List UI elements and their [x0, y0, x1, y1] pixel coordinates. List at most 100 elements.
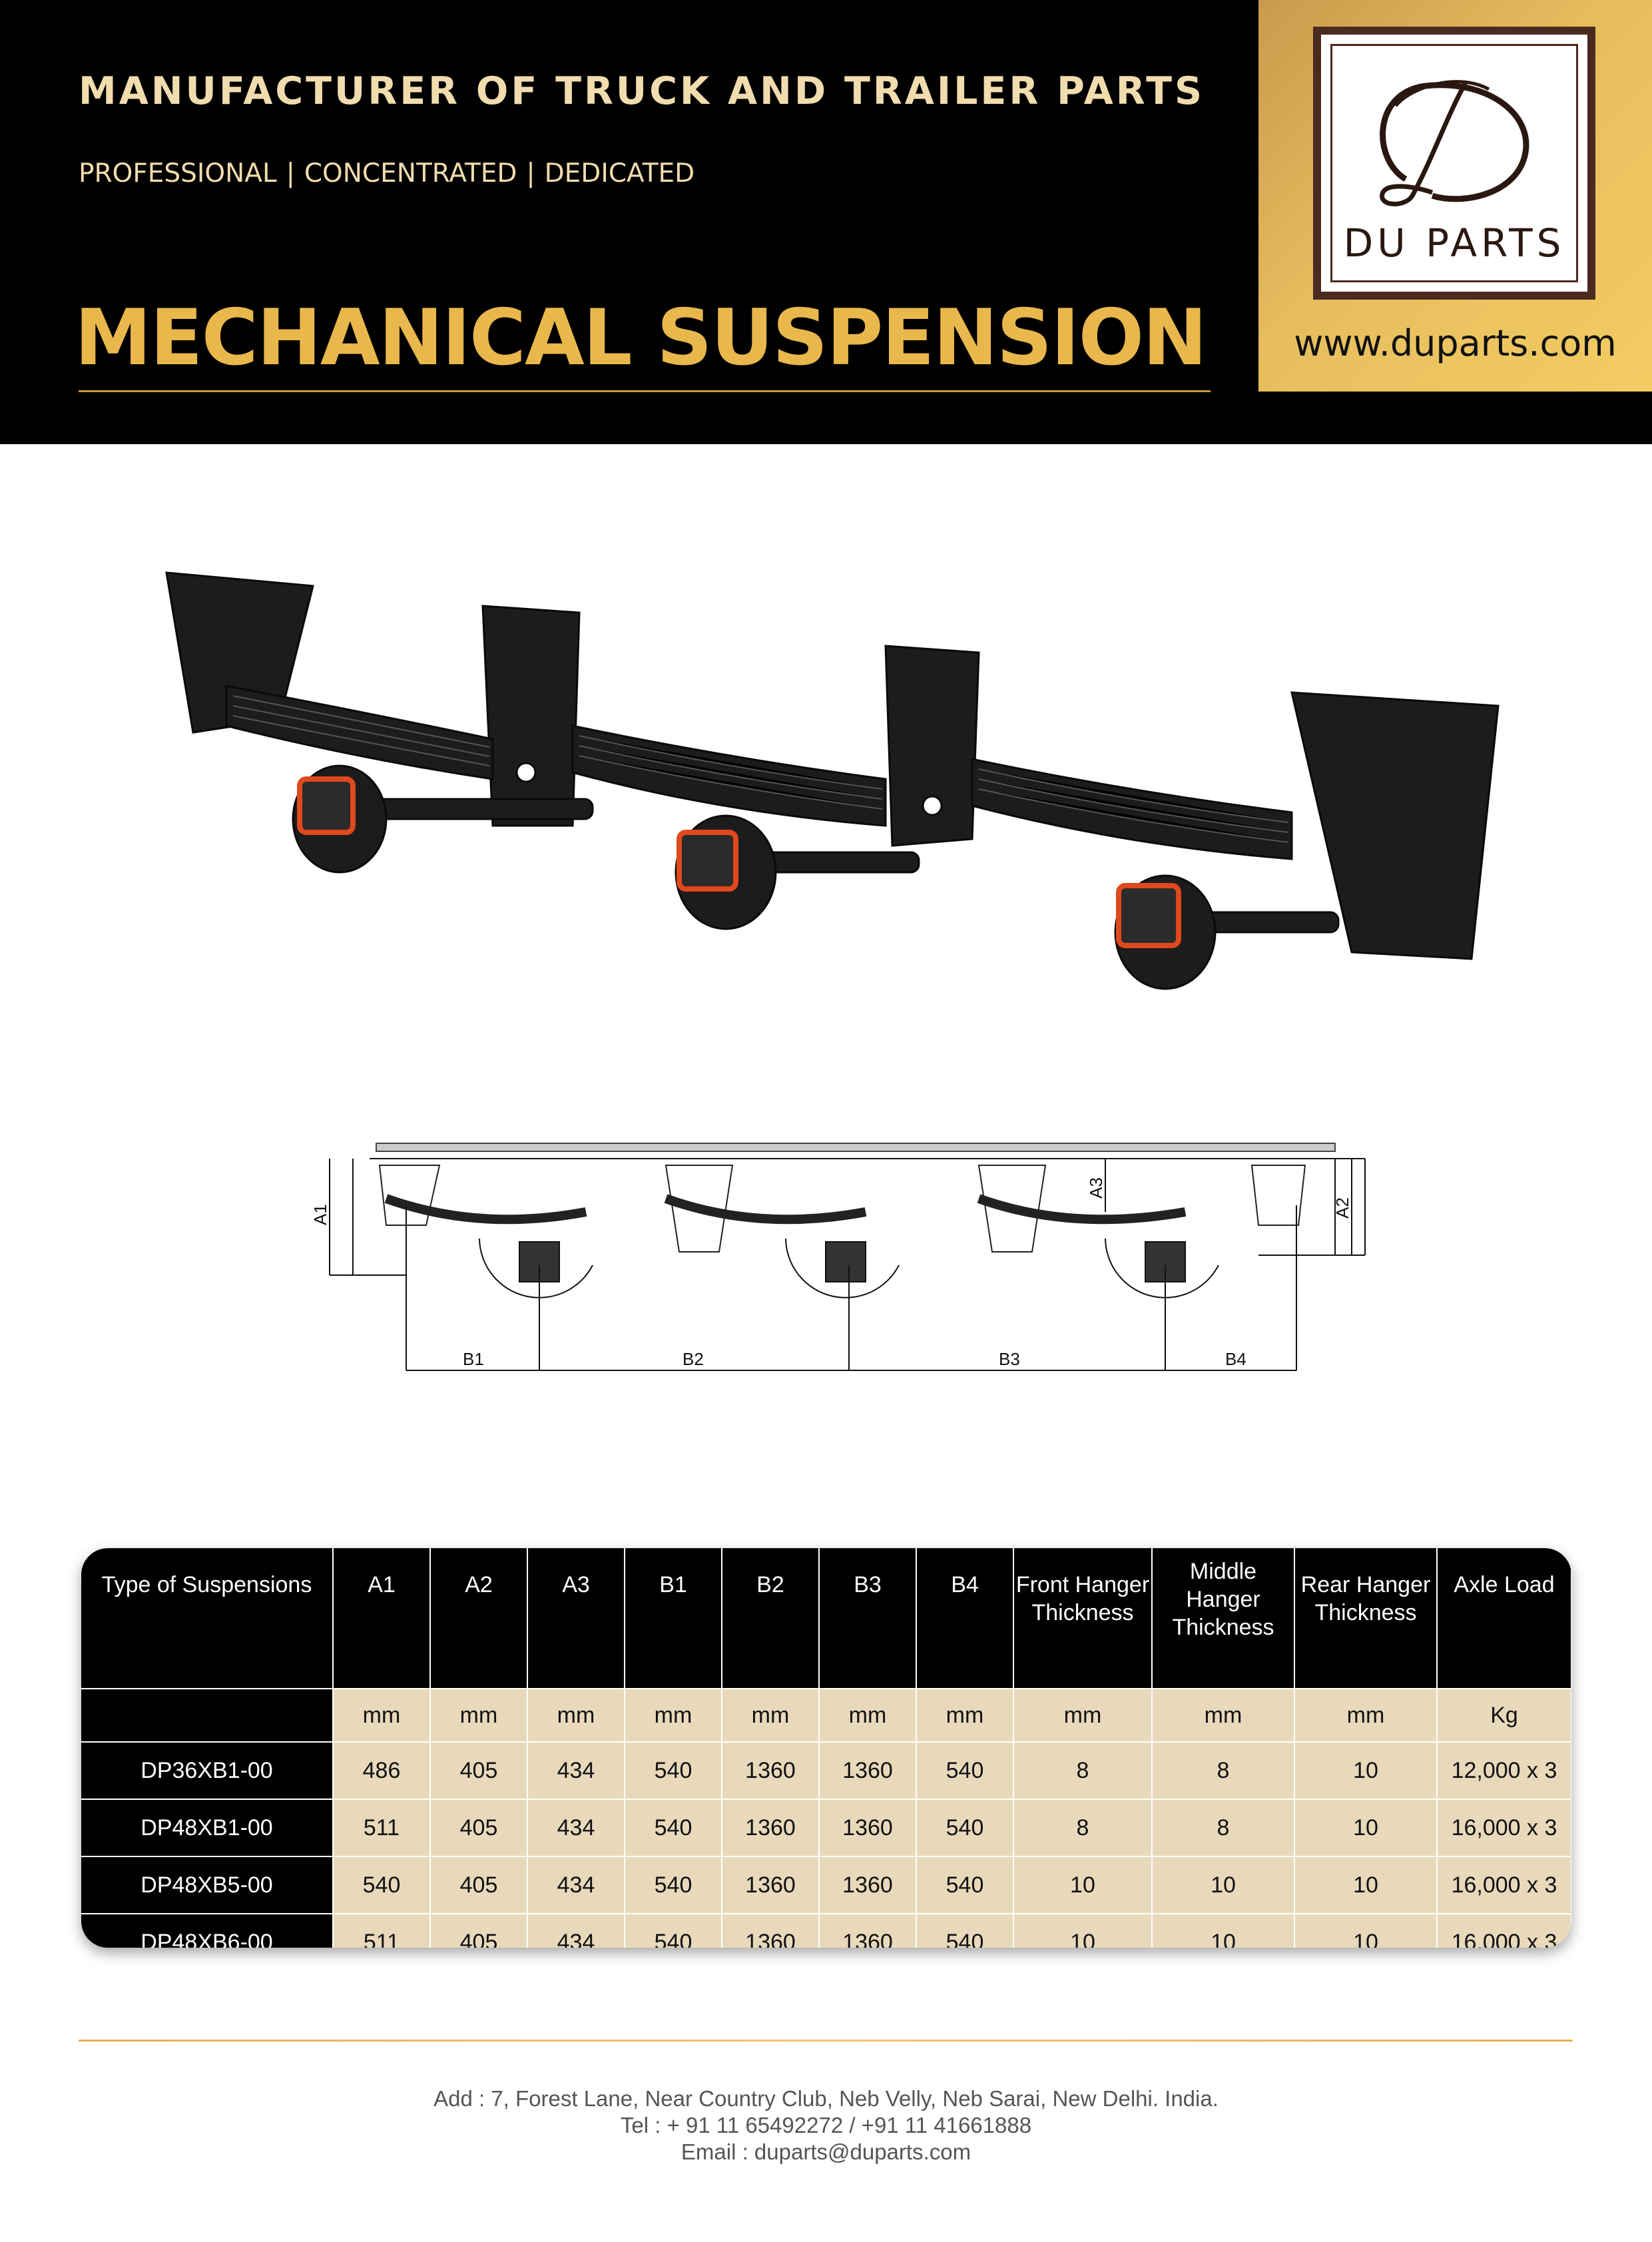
- table-cell: 1360: [722, 1799, 820, 1857]
- model-cell: DP36XB1-00: [81, 1742, 334, 1800]
- table-cell: 434: [527, 1856, 625, 1914]
- table-cell: 1360: [722, 1742, 820, 1800]
- suspension-product-image: [165, 571, 1500, 990]
- unit-cell: mm: [1294, 1689, 1438, 1743]
- model-cell: DP48XB1-00: [81, 1799, 334, 1857]
- unit-cell: [81, 1689, 334, 1743]
- header-b3: B3: [819, 1548, 917, 1689]
- header-a1: A1: [333, 1548, 431, 1689]
- logo: DU PARTS: [1313, 27, 1595, 300]
- header-middle-hanger: Middle Hanger Thickness: [1152, 1548, 1295, 1689]
- label-b1: B1: [463, 1349, 484, 1369]
- table-cell: 540: [916, 1914, 1014, 1948]
- table-cell: 1360: [722, 1914, 820, 1948]
- header-rear-hanger: Rear Hanger Thickness: [1294, 1548, 1438, 1689]
- unit-cell: mm: [430, 1689, 528, 1743]
- label-b4: B4: [1225, 1349, 1246, 1369]
- header-axle-load: Axle Load: [1437, 1548, 1571, 1689]
- model-cell: DP48XB6-00: [81, 1914, 334, 1948]
- header-b4: B4: [916, 1548, 1014, 1689]
- axle-tube-2: [677, 830, 738, 892]
- table-cell: 405: [430, 1914, 528, 1948]
- tagline: MANUFACTURER OF TRUCK AND TRAILER PARTS: [79, 69, 1205, 113]
- table-cell: 405: [430, 1799, 528, 1857]
- email[interactable]: Email : duparts@duparts.com: [681, 2139, 971, 2164]
- value-professional: PROFESSIONAL: [79, 158, 277, 188]
- table-cell: 434: [527, 1914, 625, 1948]
- table-cell: 1360: [819, 1799, 917, 1857]
- table-cell: 10: [1294, 1856, 1438, 1914]
- header-a2: A2: [430, 1548, 528, 1689]
- table-units-row: mm mm mm mm mm mm mm mm mm mm Kg: [81, 1689, 1571, 1743]
- unit-cell: mm: [722, 1689, 820, 1743]
- header-type: Type of Suspensions: [81, 1548, 334, 1689]
- axle-tube-1: [297, 776, 356, 835]
- middle-hanger-2: [884, 645, 980, 847]
- table-cell: 540: [916, 1742, 1014, 1800]
- website-link[interactable]: www.duparts.com: [1294, 322, 1617, 364]
- page-title: MECHANICAL SUSPENSION: [75, 293, 1207, 383]
- table-cell: 405: [430, 1856, 528, 1914]
- table-cell: 486: [333, 1742, 431, 1800]
- label-a1: A1: [310, 1204, 330, 1225]
- table-row: DP36XB1-00 486 405 434 540 1360 1360 540…: [81, 1742, 1571, 1800]
- table-cell: 540: [916, 1799, 1014, 1857]
- table-cell: 10: [1152, 1856, 1295, 1914]
- table-cell: 8: [1152, 1742, 1295, 1800]
- table-cell: 1360: [819, 1856, 917, 1914]
- table-cell: 511: [333, 1799, 431, 1857]
- table-cell: 1360: [819, 1742, 917, 1800]
- table-cell: 1360: [819, 1914, 917, 1948]
- logo-panel: DU PARTS www.duparts.com: [1258, 0, 1652, 392]
- spec-table: Type of Suspensions A1 A2 A3 B1 B2 B3 B4…: [81, 1548, 1571, 1948]
- rear-hanger: [1290, 691, 1500, 960]
- label-b3: B3: [999, 1349, 1020, 1369]
- table-cell: 10: [1294, 1914, 1438, 1948]
- header-front-hanger: Front Hanger Thickness: [1013, 1548, 1153, 1689]
- footer-contact: Add : 7, Forest Lane, Near Country Club,…: [0, 2086, 1652, 2165]
- table-cell: 540: [625, 1742, 722, 1800]
- table-cell: 434: [527, 1799, 625, 1857]
- table-cell: 540: [625, 1799, 722, 1857]
- table-cell: 16,000 x 3: [1437, 1799, 1571, 1857]
- company-values: PROFESSIONAL|CONCENTRATED|DEDICATED: [79, 158, 694, 188]
- value-concentrated: CONCENTRATED: [304, 158, 517, 188]
- table-cell: 10: [1152, 1914, 1295, 1948]
- address: Add : 7, Forest Lane, Near Country Club,…: [433, 2086, 1219, 2111]
- table-cell: 540: [625, 1914, 722, 1948]
- table-cell: 16,000 x 3: [1437, 1856, 1571, 1914]
- table-cell: 12,000 x 3: [1437, 1742, 1571, 1800]
- footer-divider: [79, 2040, 1573, 2042]
- label-b2: B2: [683, 1349, 704, 1369]
- table-cell: 540: [333, 1856, 431, 1914]
- unit-cell: mm: [333, 1689, 431, 1743]
- model-cell: DP48XB5-00: [81, 1856, 334, 1914]
- table-cell: 10: [1013, 1856, 1153, 1914]
- table-cell: 10: [1294, 1742, 1438, 1800]
- unit-cell: mm: [1013, 1689, 1153, 1743]
- separator: |: [286, 158, 295, 188]
- header-a3: A3: [527, 1548, 625, 1689]
- header-b1: B1: [625, 1548, 722, 1689]
- unit-cell: mm: [1152, 1689, 1295, 1743]
- table-header-row: Type of Suspensions A1 A2 A3 B1 B2 B3 B4…: [81, 1548, 1571, 1689]
- table-cell: 10: [1013, 1914, 1153, 1948]
- table-cell: 8: [1013, 1799, 1153, 1857]
- table-cell: 1360: [722, 1856, 820, 1914]
- table-row: DP48XB1-00 511 405 434 540 1360 1360 540…: [81, 1799, 1571, 1857]
- middle-hanger-1: [481, 605, 581, 827]
- table-cell: 405: [430, 1742, 528, 1800]
- value-dedicated: DEDICATED: [544, 158, 695, 188]
- logo-text: DU PARTS: [1343, 220, 1565, 266]
- table-cell: 10: [1294, 1799, 1438, 1857]
- logo-monogram-icon: [1380, 80, 1529, 206]
- table-row: DP48XB5-00 540 405 434 540 1360 1360 540…: [81, 1856, 1571, 1914]
- leaf-spring-1: [225, 685, 494, 780]
- unit-cell: Kg: [1437, 1689, 1571, 1743]
- unit-cell: mm: [916, 1689, 1014, 1743]
- telephone[interactable]: Tel : + 91 11 65492272 / +91 11 41661888: [620, 2113, 1032, 2137]
- axle-tube-3: [1116, 883, 1181, 948]
- table-row: DP48XB6-00 511 405 434 540 1360 1360 540…: [81, 1914, 1571, 1948]
- table-cell: 8: [1013, 1742, 1153, 1800]
- unit-cell: mm: [527, 1689, 625, 1743]
